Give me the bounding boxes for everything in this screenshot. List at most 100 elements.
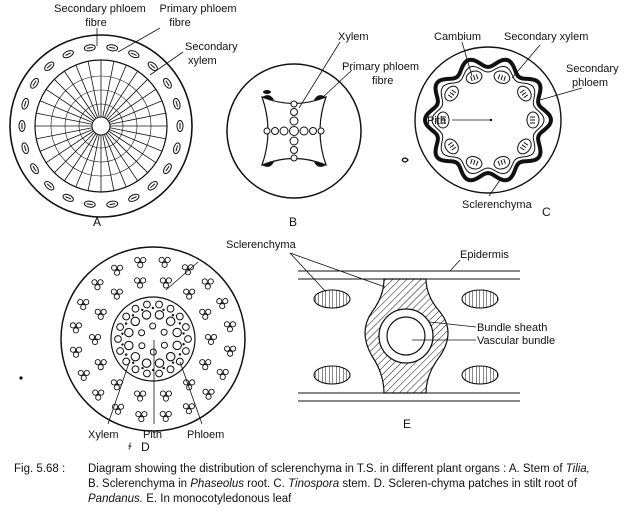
patch-cell bbox=[185, 408, 192, 415]
patch-cell bbox=[227, 350, 234, 357]
patch-cell bbox=[92, 389, 99, 396]
patch-dot bbox=[207, 392, 210, 395]
xylem-vessel bbox=[143, 300, 151, 309]
ray-line bbox=[104, 64, 127, 118]
caption-genus-pandanus: Pandanus. bbox=[88, 493, 143, 505]
panel-label-e: E bbox=[403, 417, 411, 431]
label-phloem: Phloem bbox=[187, 429, 224, 441]
panel-e-monocot-leaf: Sclerenchyma Epidermis Bundle sheath Vas… bbox=[226, 239, 555, 431]
sclerenchyma-patch bbox=[159, 410, 172, 423]
sclerenchyma-patch bbox=[112, 403, 125, 415]
ray-line bbox=[102, 61, 115, 118]
vascular-bundle bbox=[465, 156, 483, 170]
metaxylem-vessel bbox=[130, 316, 141, 327]
bundle-xylem-mark bbox=[449, 144, 455, 149]
panel-d-pandanus-stilt-root: Xylem Pith Phloem D ∳ bbox=[60, 246, 246, 454]
patch-dot bbox=[188, 292, 190, 295]
sclerenchyma-patch bbox=[216, 298, 229, 310]
patch-dot bbox=[204, 363, 207, 365]
patch-cell bbox=[207, 338, 215, 346]
patch-cell bbox=[97, 364, 104, 371]
patch-cell bbox=[162, 282, 169, 289]
patch-dot bbox=[221, 302, 224, 304]
patch-dot bbox=[165, 394, 167, 397]
metaxylem-vessel bbox=[124, 340, 134, 351]
patch-dot bbox=[187, 268, 189, 271]
patch-cell bbox=[165, 390, 172, 397]
phloem-fibre-patch bbox=[173, 97, 181, 110]
ray-line bbox=[45, 88, 94, 122]
fibre-fill-line bbox=[150, 183, 156, 189]
phloem-fibre-patch bbox=[173, 142, 181, 155]
growth-ring bbox=[50, 75, 152, 177]
root-outline bbox=[226, 63, 362, 199]
patch-cell bbox=[208, 388, 215, 395]
patch-cell bbox=[165, 410, 172, 418]
caption-text-3: root. C. bbox=[243, 478, 289, 490]
growth-rings bbox=[50, 75, 152, 177]
stele-outline bbox=[110, 296, 196, 382]
phloem-fibre-patch bbox=[106, 44, 119, 52]
patch-cell bbox=[94, 333, 102, 341]
fibre-fill-line bbox=[175, 145, 179, 152]
pith bbox=[91, 116, 111, 136]
patch-dot bbox=[139, 281, 141, 284]
patch-dot bbox=[221, 373, 224, 375]
central-vessel bbox=[149, 322, 157, 330]
caption-genus-tinospora: Tinospora bbox=[288, 478, 340, 490]
bundle-xylem-mark bbox=[451, 146, 457, 151]
patch-cell bbox=[219, 303, 226, 310]
patch-dot bbox=[206, 282, 209, 285]
metaxylem-vessel bbox=[141, 310, 152, 320]
sclerenchyma-patch bbox=[94, 308, 107, 320]
patch-cell bbox=[202, 388, 209, 395]
patch-cell bbox=[100, 308, 107, 315]
fibre-fill-line bbox=[32, 80, 37, 87]
patch-cell bbox=[224, 345, 231, 352]
patch-cell bbox=[95, 394, 102, 401]
label-secondary-xylem-2: xylem bbox=[188, 55, 217, 67]
phloem-fibre-patch bbox=[30, 163, 39, 175]
fibre-fill-line bbox=[65, 196, 72, 200]
panel-label-c: C bbox=[542, 205, 551, 219]
xylem-vessel bbox=[166, 304, 175, 313]
patch-cell bbox=[183, 288, 190, 295]
sclerenchyma-patch bbox=[201, 278, 214, 290]
xylem-vessel bbox=[143, 369, 151, 378]
vascular-bundle bbox=[436, 111, 450, 129]
patch-cell bbox=[204, 333, 212, 341]
vascular-bundle bbox=[517, 85, 532, 102]
metaxylem-vessel bbox=[154, 310, 165, 320]
sclerenchyma-patch bbox=[88, 333, 102, 346]
figure-caption: Fig. 5.68 :Diagram showing the distribut… bbox=[14, 462, 614, 507]
patch-cell bbox=[91, 279, 98, 286]
patch-dot bbox=[99, 313, 102, 315]
xylem-vessel bbox=[155, 369, 163, 378]
patch-cell bbox=[134, 390, 141, 397]
caption-text-4: stem. D. Scleren-chyma patches in stilt … bbox=[339, 478, 577, 490]
label-xylem: Xylem bbox=[338, 31, 369, 43]
fibre-fill-line bbox=[65, 52, 72, 56]
patch-cell bbox=[137, 282, 144, 289]
metaxylem-vessel bbox=[172, 340, 182, 351]
root-outline bbox=[60, 246, 246, 432]
patch-cell bbox=[204, 283, 211, 290]
sclerenchyma-patch bbox=[181, 264, 194, 276]
label-primary-phloem-fibre-2: fibre bbox=[372, 75, 393, 87]
bundle-xylem-mark bbox=[523, 94, 529, 99]
bundle-xylem-mark bbox=[497, 160, 501, 166]
sclerenchyma-diagram-figure: Secondary phloem fibre Primary phloem fi… bbox=[9, 3, 619, 454]
patch-cell bbox=[141, 411, 148, 418]
ray-line bbox=[105, 70, 139, 119]
xylem-cross bbox=[263, 100, 325, 162]
label-primary-phloem-fibre: Primary phloem bbox=[342, 61, 419, 73]
patch-cell bbox=[199, 359, 206, 366]
growth-ring bbox=[64, 89, 138, 163]
patch-cell bbox=[187, 264, 194, 271]
patch-cell bbox=[201, 278, 208, 285]
vascular-bundles bbox=[436, 70, 540, 170]
vascular-bundle bbox=[493, 156, 511, 170]
phloem-fibre-patch bbox=[30, 77, 39, 89]
patch-cell bbox=[69, 346, 77, 353]
patch-cell bbox=[137, 395, 144, 402]
